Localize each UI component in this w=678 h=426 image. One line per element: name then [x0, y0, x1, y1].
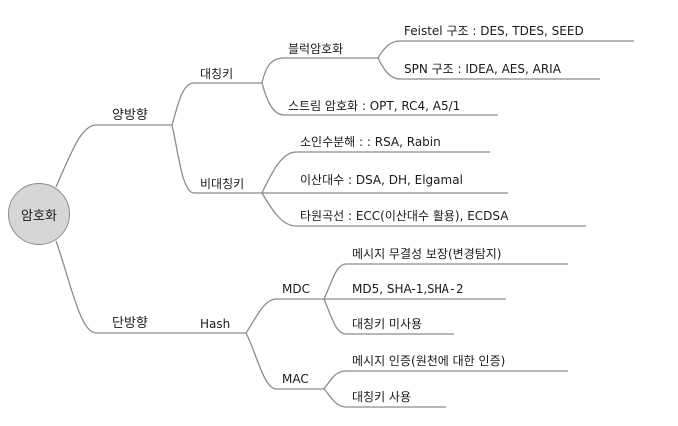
- edge-hash-mac: [245, 332, 324, 390]
- edge-mdc-nokey: [323, 298, 454, 335]
- leaf-authentication: 메시지 인증(원천에 대한 인증): [352, 354, 506, 368]
- leaf-stream-cipher: 스트림 암호화 : OPT, RC4, A5/1: [288, 99, 461, 113]
- leaf-no-symmetric-key: 대칭키 미사용: [352, 317, 423, 331]
- edge-mac-auth: [323, 370, 568, 390]
- root-label: 암호화: [21, 208, 57, 224]
- leaf-elliptic-curve: 타원곡선 : ECC(이산대수 활용), ECDSA: [300, 209, 509, 223]
- edge-mac-key: [323, 388, 446, 408]
- leaf-factorization: 소인수분해 : : RSA, Rabin: [300, 135, 441, 149]
- edge-bidirectional-asymmetric: [171, 124, 262, 194]
- node-asymmetric-key: 비대칭키: [200, 177, 245, 191]
- leaf-discrete-log: 이산대수 : DSA, DH, Elgamal: [300, 173, 463, 187]
- node-hash: Hash: [200, 317, 231, 331]
- leaf-md5-sha1-text: MD5, SHA-1,: [352, 282, 428, 296]
- leaf-spn: SPN 구조 : IDEA, AES, ARIA: [404, 62, 561, 76]
- edge-block-spn: [377, 57, 600, 80]
- root-node-encryption: 암호화: [8, 183, 70, 245]
- edge-symmetric-block: [261, 57, 378, 84]
- edge-bidirectional-symmetric: [171, 82, 262, 126]
- edge-hash-mdc: [245, 298, 324, 334]
- edge-root-bidirectional: [55, 124, 172, 188]
- node-bidirectional: 양방향: [112, 108, 148, 123]
- node-block-cipher: 블럭암호화: [288, 42, 344, 56]
- edge-block-feistel: [377, 40, 634, 59]
- leaf-uses-symmetric-key: 대칭키 사용: [352, 390, 412, 404]
- node-oneway: 단방향: [112, 316, 148, 331]
- node-mac: MAC: [282, 372, 309, 386]
- edge-root-oneway: [55, 240, 172, 334]
- edge-mdc-integrity: [323, 263, 568, 300]
- edge-asymmetric-ecc: [261, 192, 586, 227]
- edge-symmetric-stream: [261, 82, 498, 116]
- leaf-feistel: Feistel 구조 : DES, TDES, SEED: [404, 24, 584, 38]
- leaf-md5-sha: MD5, SHA-1,SHA-2: [352, 281, 463, 297]
- node-mdc: MDC: [282, 282, 310, 296]
- leaf-integrity: 메시지 무결성 보장(변경탐지): [352, 247, 502, 261]
- leaf-sha2-text: SHA-2: [427, 282, 464, 296]
- node-symmetric-key: 대칭키: [200, 67, 234, 81]
- edge-asymmetric-factor: [261, 151, 490, 194]
